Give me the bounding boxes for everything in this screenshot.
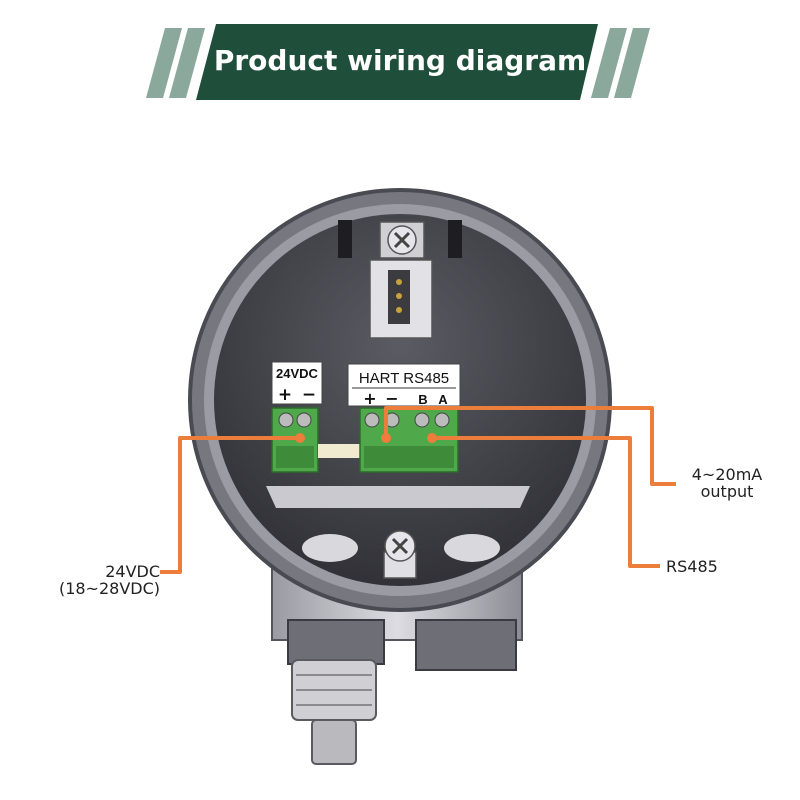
- wire-4-20ma: [384, 406, 676, 486]
- signal-a-mark: A: [438, 392, 448, 407]
- left-stripes: [146, 28, 205, 98]
- right-stripes: [591, 28, 650, 98]
- power-label-plate: [271, 361, 323, 405]
- top-screw: [369, 221, 433, 339]
- callout-4-20ma: 4~20mA output: [682, 466, 772, 500]
- header-banner: Product wiring diagram: [0, 0, 800, 110]
- callout-4-20ma-line2: output: [700, 482, 754, 501]
- callout-rs485: RS485: [666, 558, 718, 575]
- signal-plus-mark: +: [363, 389, 376, 408]
- banner-graphic: [146, 24, 650, 100]
- signal-label-plate: [347, 363, 461, 407]
- power-plus-mark: +: [278, 385, 292, 405]
- callout-24vdc: 24VDC (18~28VDC): [40, 563, 160, 597]
- wire-rs485: [432, 436, 660, 568]
- signal-block-title: HART RS485: [359, 370, 449, 387]
- wire-24vdc: [160, 436, 300, 574]
- page-title: Product wiring diagram: [213, 44, 587, 77]
- callout-rs485-label: RS485: [666, 557, 718, 576]
- signal-minus-mark: −: [385, 389, 398, 408]
- wire-endpoints: [295, 433, 437, 443]
- power-block-title: 24VDC: [276, 366, 319, 381]
- callout-24vdc-line1: 24VDC: [105, 562, 160, 581]
- banner-band: [196, 24, 598, 100]
- callout-4-20ma-line1: 4~20mA: [691, 465, 763, 484]
- wires: [160, 406, 676, 574]
- power-minus-mark: −: [302, 385, 316, 405]
- bottom-screw: [302, 530, 500, 579]
- signal-b-mark: B: [418, 392, 427, 407]
- callout-24vdc-line2: (18~28VDC): [58, 579, 160, 598]
- signal-terminal-block: [359, 407, 459, 473]
